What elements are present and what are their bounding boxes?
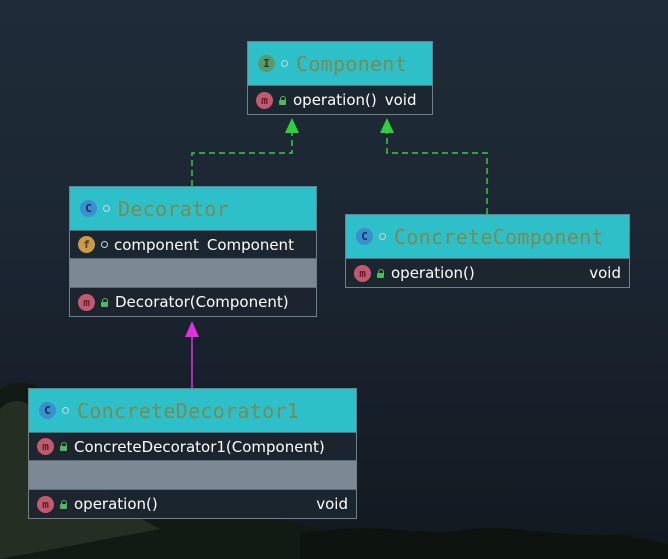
field-row[interactable]: f component Component	[70, 231, 316, 259]
field-type: Component	[206, 235, 294, 254]
visibility-icon	[281, 60, 288, 67]
public-lock-icon	[376, 268, 385, 278]
abstract-class-icon: C	[80, 200, 97, 217]
interface-icon: I	[258, 55, 275, 72]
realization-edge-decorator	[191, 126, 293, 186]
class-box-decorator[interactable]: C Decorator f component Component m Deco…	[69, 186, 317, 317]
realization-arrowhead-decorator	[285, 118, 299, 133]
member-row[interactable]: m operation() void	[29, 490, 356, 518]
class-header: C ConcreteDecorator1	[29, 389, 356, 433]
member-row[interactable]: m Decorator(Component)	[70, 288, 316, 316]
class-icon: C	[39, 402, 56, 419]
class-name: ConcreteDecorator1	[77, 398, 300, 423]
visibility-icon	[103, 205, 110, 212]
method-icon: m	[354, 264, 371, 282]
visibility-icon	[101, 241, 108, 248]
field-name: component	[114, 235, 199, 254]
class-icon: C	[356, 228, 373, 245]
member-name: Decorator(Component)	[115, 293, 289, 311]
member-type: void	[589, 264, 621, 282]
member-row[interactable]: m operation() void	[248, 86, 432, 114]
member-type: void	[316, 495, 348, 513]
method-icon: m	[37, 495, 54, 513]
method-icon: m	[37, 438, 54, 455]
member-name: operation()	[74, 495, 158, 513]
method-icon: m	[78, 293, 95, 311]
member-row[interactable]: m operation() void	[346, 259, 629, 287]
member-name: operation()	[293, 91, 377, 109]
public-lock-icon	[59, 442, 68, 451]
visibility-icon	[379, 233, 386, 240]
member-name: ConcreteDecorator1(Component)	[74, 437, 325, 456]
section-divider	[70, 259, 316, 288]
class-box-component[interactable]: I Component m operation() void	[247, 41, 433, 115]
public-lock-icon	[59, 499, 68, 509]
member-type: void	[384, 91, 417, 109]
method-icon: m	[256, 91, 273, 109]
class-name: ConcreteComponent	[394, 224, 604, 249]
field-icon: f	[78, 236, 95, 253]
public-lock-icon	[100, 297, 109, 307]
member-row[interactable]: m ConcreteDecorator1(Component)	[29, 433, 356, 461]
public-lock-icon	[278, 95, 287, 105]
section-divider	[29, 461, 356, 490]
member-name: operation()	[391, 264, 475, 282]
class-name: Component	[296, 51, 408, 76]
class-header: C ConcreteComponent	[346, 215, 629, 259]
class-box-concrete-decorator1[interactable]: C ConcreteDecorator1 m ConcreteDecorator…	[28, 388, 357, 519]
realization-arrowhead-concrete-component	[380, 118, 394, 133]
generalization-arrowhead-concrete-decorator1	[185, 321, 199, 337]
class-header: C Decorator	[70, 187, 316, 231]
visibility-icon	[62, 407, 69, 414]
class-name: Decorator	[118, 196, 230, 221]
realization-edge-concrete-component	[386, 126, 488, 214]
class-header: I Component	[248, 42, 432, 86]
class-box-concrete-component[interactable]: C ConcreteComponent m operation() void	[345, 214, 630, 288]
